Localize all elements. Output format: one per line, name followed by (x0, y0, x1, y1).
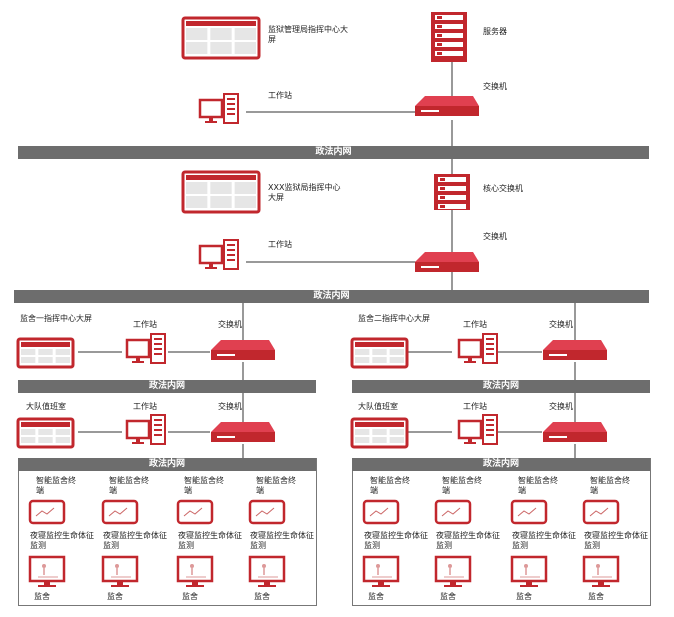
right-cell-label: 监舍 (516, 592, 532, 601)
left-terminal-icon (101, 499, 139, 525)
left-switch-icon-2 (211, 422, 275, 442)
right-switch-icon-2 (543, 422, 607, 442)
left-vital-monitor-icon (176, 555, 214, 587)
right-workstation-label: 工作站 (463, 320, 487, 329)
left-terminal-label: 智能监舍终端 (184, 476, 224, 495)
right-cell-label: 监舍 (588, 592, 604, 601)
left-vital-monitor-icon (248, 555, 286, 587)
workstation-icon (198, 93, 239, 124)
workstation-label: 工作站 (268, 91, 292, 100)
left-switch-icon (211, 340, 275, 360)
right-workstation-icon-2 (457, 414, 498, 445)
left-terminal-icon (28, 499, 66, 525)
right-duty-room-label: 大队值班室 (358, 402, 398, 411)
prison-bureau-screen (181, 170, 261, 214)
right-terminal-label: 智能监舍终端 (442, 476, 482, 495)
left-terminal-label: 智能监舍终端 (256, 476, 296, 495)
network-band-2: 政法内网 (14, 290, 649, 303)
right-switch-label: 交换机 (549, 320, 573, 329)
right-vital-monitor-icon (510, 555, 548, 587)
right-terminal-icon (582, 499, 620, 525)
left-cell-label: 监舍 (34, 592, 50, 601)
right-vital-monitor-label: 夜寝监控生命体征监测 (512, 531, 576, 550)
workstation-icon (198, 239, 239, 270)
left-terminal-label: 智能监舍终端 (109, 476, 149, 495)
left-workstation-icon-2 (125, 414, 166, 445)
workstation-label: 工作站 (268, 240, 292, 249)
left-vital-monitor-icon (28, 555, 66, 587)
right-screen-label: 监舍二指挥中心大屏 (358, 314, 430, 323)
right-switch-label-2: 交换机 (549, 402, 573, 411)
right-terminal-label: 智能监舍终端 (518, 476, 558, 495)
left-network-band: 政法内网 (18, 380, 316, 393)
prison-bureau-screen-label: XXX监狱局指挥中心大屏 (268, 183, 341, 202)
switch-icon (415, 252, 479, 272)
core-switch-icon (434, 174, 470, 210)
left-vital-monitor-icon (101, 555, 139, 587)
left-network-band-2: 政法内网 (18, 458, 316, 471)
right-vital-monitor-icon (362, 555, 400, 587)
right-terminal-icon (510, 499, 548, 525)
left-vital-monitor-label: 夜寝监控生命体征监测 (30, 531, 94, 550)
left-screen-label: 监舍一指挥中心大屏 (20, 314, 92, 323)
right-terminal-icon (362, 499, 400, 525)
right-switch-icon (543, 340, 607, 360)
left-terminal-icon (176, 499, 214, 525)
right-vital-monitor-label: 夜寝监控生命体征监测 (436, 531, 500, 550)
left-cell-label: 监舍 (254, 592, 270, 601)
right-vital-monitor-icon (434, 555, 472, 587)
left-cell-label: 监舍 (182, 592, 198, 601)
right-vital-monitor-label: 夜寝监控生命体征监测 (364, 531, 428, 550)
right-terminal-icon (434, 499, 472, 525)
left-duty-room-label: 大队值班室 (26, 402, 66, 411)
left-workstation-label-2: 工作站 (133, 402, 157, 411)
left-workstation-icon (125, 333, 166, 364)
right-workstation-icon (457, 333, 498, 364)
right-network-band-2: 政法内网 (352, 458, 650, 471)
left-terminal-label: 智能监舍终端 (36, 476, 76, 495)
switch-label: 交换机 (483, 232, 507, 241)
right-command-screen (350, 337, 409, 369)
left-duty-screen (16, 417, 75, 449)
left-terminal-icon (248, 499, 286, 525)
right-workstation-label-2: 工作站 (463, 402, 487, 411)
right-network-band: 政法内网 (352, 380, 650, 393)
left-vital-monitor-label: 夜寝监控生命体征监测 (250, 531, 314, 550)
server-label: 服务器 (483, 27, 507, 36)
server-rack-icon (431, 12, 467, 62)
network-band-1: 政法内网 (18, 146, 649, 159)
right-vital-monitor-label: 夜寝监控生命体征监测 (584, 531, 648, 550)
switch-icon (415, 96, 479, 116)
left-cell-label: 监舍 (107, 592, 123, 601)
right-cell-label: 监舍 (368, 592, 384, 601)
left-workstation-label: 工作站 (133, 320, 157, 329)
right-terminal-label: 智能监舍终端 (590, 476, 630, 495)
right-terminal-label: 智能监舍终端 (370, 476, 410, 495)
command-center-screen (181, 16, 261, 60)
left-vital-monitor-label: 夜寝监控生命体征监测 (103, 531, 167, 550)
right-duty-screen (350, 417, 409, 449)
command-center-screen-label: 监狱管理局指挥中心大屏 (268, 25, 348, 44)
left-switch-label: 交换机 (218, 320, 242, 329)
left-switch-label-2: 交换机 (218, 402, 242, 411)
left-vital-monitor-label: 夜寝监控生命体征监测 (178, 531, 242, 550)
left-command-screen (16, 337, 75, 369)
switch-label: 交换机 (483, 82, 507, 91)
right-cell-label: 监舍 (440, 592, 456, 601)
core-switch-label: 核心交换机 (483, 184, 523, 193)
right-vital-monitor-icon (582, 555, 620, 587)
